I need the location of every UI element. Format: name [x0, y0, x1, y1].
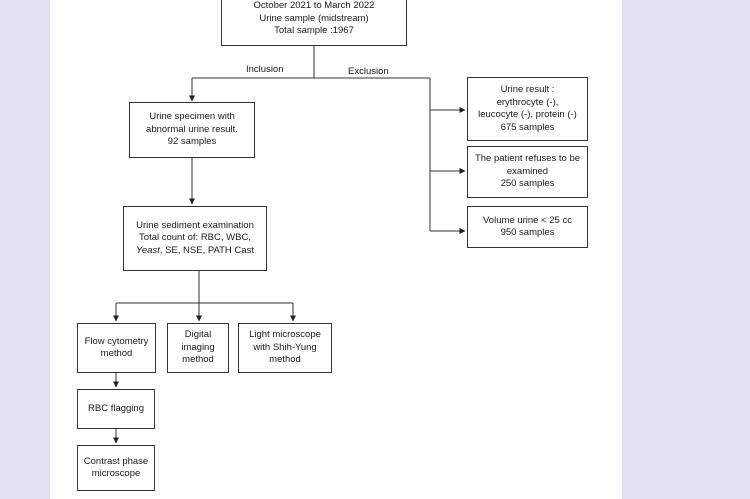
excl-refuse-count: 250 samples — [500, 178, 555, 190]
light-line-3: method — [269, 354, 301, 366]
flow-line-2: method — [100, 348, 133, 359]
rbc-flag-line: RBC flagging — [88, 402, 144, 414]
excl-result-line-1: Urine result : — [500, 84, 555, 95]
sediment-line-2: Total count of: RBC, WBC, — [139, 232, 251, 244]
top-line-period: October 2021 to March 2022 — [253, 0, 375, 12]
contrast-line-1: Contrast phase — [83, 455, 149, 467]
top-sample-box: October 2021 to March 2022 Urine sample … — [221, 0, 407, 46]
light-microscope-box: Light microscope with Shih-Yung method — [238, 323, 332, 373]
digital-line-1: Digital — [184, 329, 212, 341]
exclusion-result-box: Urine result : erythrocyte (-), leucocyt… — [467, 77, 588, 141]
excl-refuse-line-1: The patient refuses to be — [474, 153, 581, 165]
top-line-total: Total sample :1967 — [274, 25, 354, 37]
sediment-exam-box: Urine sediment examination Total count o… — [123, 206, 267, 271]
contrast-phase-box: Contrast phase microscope — [77, 445, 155, 491]
abnormal-line-1: Urine specimen with — [149, 111, 235, 123]
inclusion-label: Inclusion — [246, 64, 284, 75]
contrast-line-2: microscope — [91, 468, 141, 479]
digital-line-3: method — [182, 354, 214, 366]
exclusion-volume-box: Volume urine < 25 cc 950 samples — [467, 206, 588, 248]
abnormal-result-box: Urine specimen with abnormal urine resul… — [129, 102, 255, 158]
excl-result-count: 675 samples — [500, 121, 555, 133]
excl-result-line-2: erythrocyte (-), — [496, 96, 559, 108]
excl-volume-count: 950 samples — [500, 227, 555, 238]
exclusion-refuse-box: The patient refuses to be examined 250 s… — [467, 146, 588, 198]
excl-volume-line-1: Volume urine < 25 cc — [483, 214, 572, 226]
digital-line-2: imaging — [181, 341, 215, 353]
top-line-sample: Urine sample (midstream) — [259, 12, 369, 24]
flow-line-1: Flow cytometry — [84, 335, 149, 347]
excl-result-line-3: leucocyte (-), protein (-) — [478, 109, 577, 120]
sediment-line-1: Urine sediment examination — [136, 219, 254, 231]
abnormal-line-2: abnormal urine result. — [146, 123, 238, 135]
abnormal-count: 92 samples — [167, 136, 217, 148]
light-line-2: with Shih-Yung — [253, 341, 317, 353]
sediment-line-3-rest: , SE, NSE, PATH Cast — [159, 244, 254, 256]
sediment-yeast: Yeast — [136, 244, 160, 256]
light-line-1: Light microscope — [249, 329, 321, 341]
rbc-flagging-box: RBC flagging — [77, 389, 155, 429]
flow-cytometry-box: Flow cytometry method — [77, 323, 156, 373]
digital-imaging-box: Digital imaging method — [167, 323, 229, 373]
excl-refuse-line-2: examined — [506, 165, 549, 177]
exclusion-label: Exclusion — [348, 66, 389, 77]
sediment-line-3: Yeast, SE, NSE, PATH Cast — [136, 245, 254, 258]
